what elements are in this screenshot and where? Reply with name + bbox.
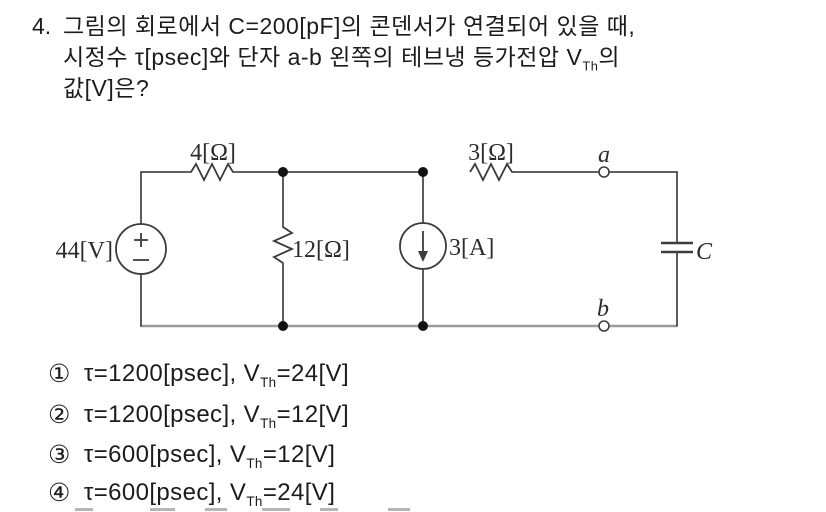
choice-3-number: ③	[48, 441, 71, 469]
label-terminal-a: a	[598, 142, 610, 168]
plus-icon	[134, 233, 148, 247]
cutoff-artifact	[205, 508, 227, 511]
question-text: 그림의 회로에서 C=200[pF]의 콘덴서가 연결되어 있을 때, 시정수 …	[63, 11, 810, 104]
terminal-b	[598, 320, 610, 332]
current-source	[399, 171, 447, 327]
cutoff-artifact	[75, 508, 93, 511]
cutoff-artifact	[388, 508, 410, 511]
choice-1-text: τ=1200[psec], VTh=24[V]	[83, 360, 350, 390]
choice-2: ② τ=1200[psec], VTh=12[V]	[48, 400, 349, 430]
resistor-r1	[190, 161, 234, 183]
voltage-source-circle	[115, 223, 167, 275]
cutoff-artifact	[262, 508, 290, 511]
question-line-3: 값[V]은?	[63, 75, 150, 101]
resistor-r2	[271, 171, 295, 327]
choice-4-number: ④	[48, 479, 71, 507]
choice-1: ① τ=1200[psec], VTh=24[V]	[48, 359, 349, 389]
voltage-source	[115, 171, 167, 327]
label-source-voltage: 44[V]	[56, 238, 113, 264]
node-dot	[418, 167, 428, 177]
choice-4: ④ τ=600[psec], VTh=24[V]	[48, 478, 335, 508]
choice-1-number: ①	[48, 360, 71, 388]
terminal-a	[598, 166, 610, 178]
cutoff-artifact	[150, 508, 175, 511]
choice-3: ③ τ=600[psec], VTh=12[V]	[48, 440, 335, 470]
cutoff-artifact	[320, 508, 338, 511]
down-arrow-icon	[418, 231, 428, 262]
resistor-r3	[469, 161, 513, 183]
label-r2: 12[Ω]	[292, 237, 350, 263]
question-number: 4.	[32, 13, 52, 39]
choice-2-number: ②	[48, 401, 71, 429]
label-terminal-b: b	[597, 296, 609, 322]
label-r3: 3[Ω]	[468, 140, 514, 166]
label-r1: 4[Ω]	[190, 140, 236, 166]
question-block: 4. 그림의 회로에서 C=200[pF]의 콘덴서가 연결되어 있을 때, 시…	[32, 11, 810, 104]
choice-3-text: τ=600[psec], VTh=12[V]	[83, 441, 336, 471]
node-dot	[418, 321, 428, 331]
current-source-circle	[399, 222, 447, 270]
node-dot	[278, 167, 288, 177]
label-capacitor: C	[696, 239, 713, 265]
node-dot	[278, 321, 288, 331]
question-line-2: 시정수 τ[psec]와 단자 a-b 왼쪽의 테브냉 등가전압 VTh의	[63, 44, 621, 74]
choice-4-text: τ=600[psec], VTh=24[V]	[83, 479, 336, 509]
question-line-1: 그림의 회로에서 C=200[pF]의 콘덴서가 연결되어 있을 때,	[63, 13, 636, 39]
label-current-source: 3[A]	[449, 235, 494, 261]
vth-subscript: Th	[582, 58, 599, 74]
choice-2-text: τ=1200[psec], VTh=12[V]	[83, 401, 350, 431]
capacitor	[661, 171, 693, 327]
